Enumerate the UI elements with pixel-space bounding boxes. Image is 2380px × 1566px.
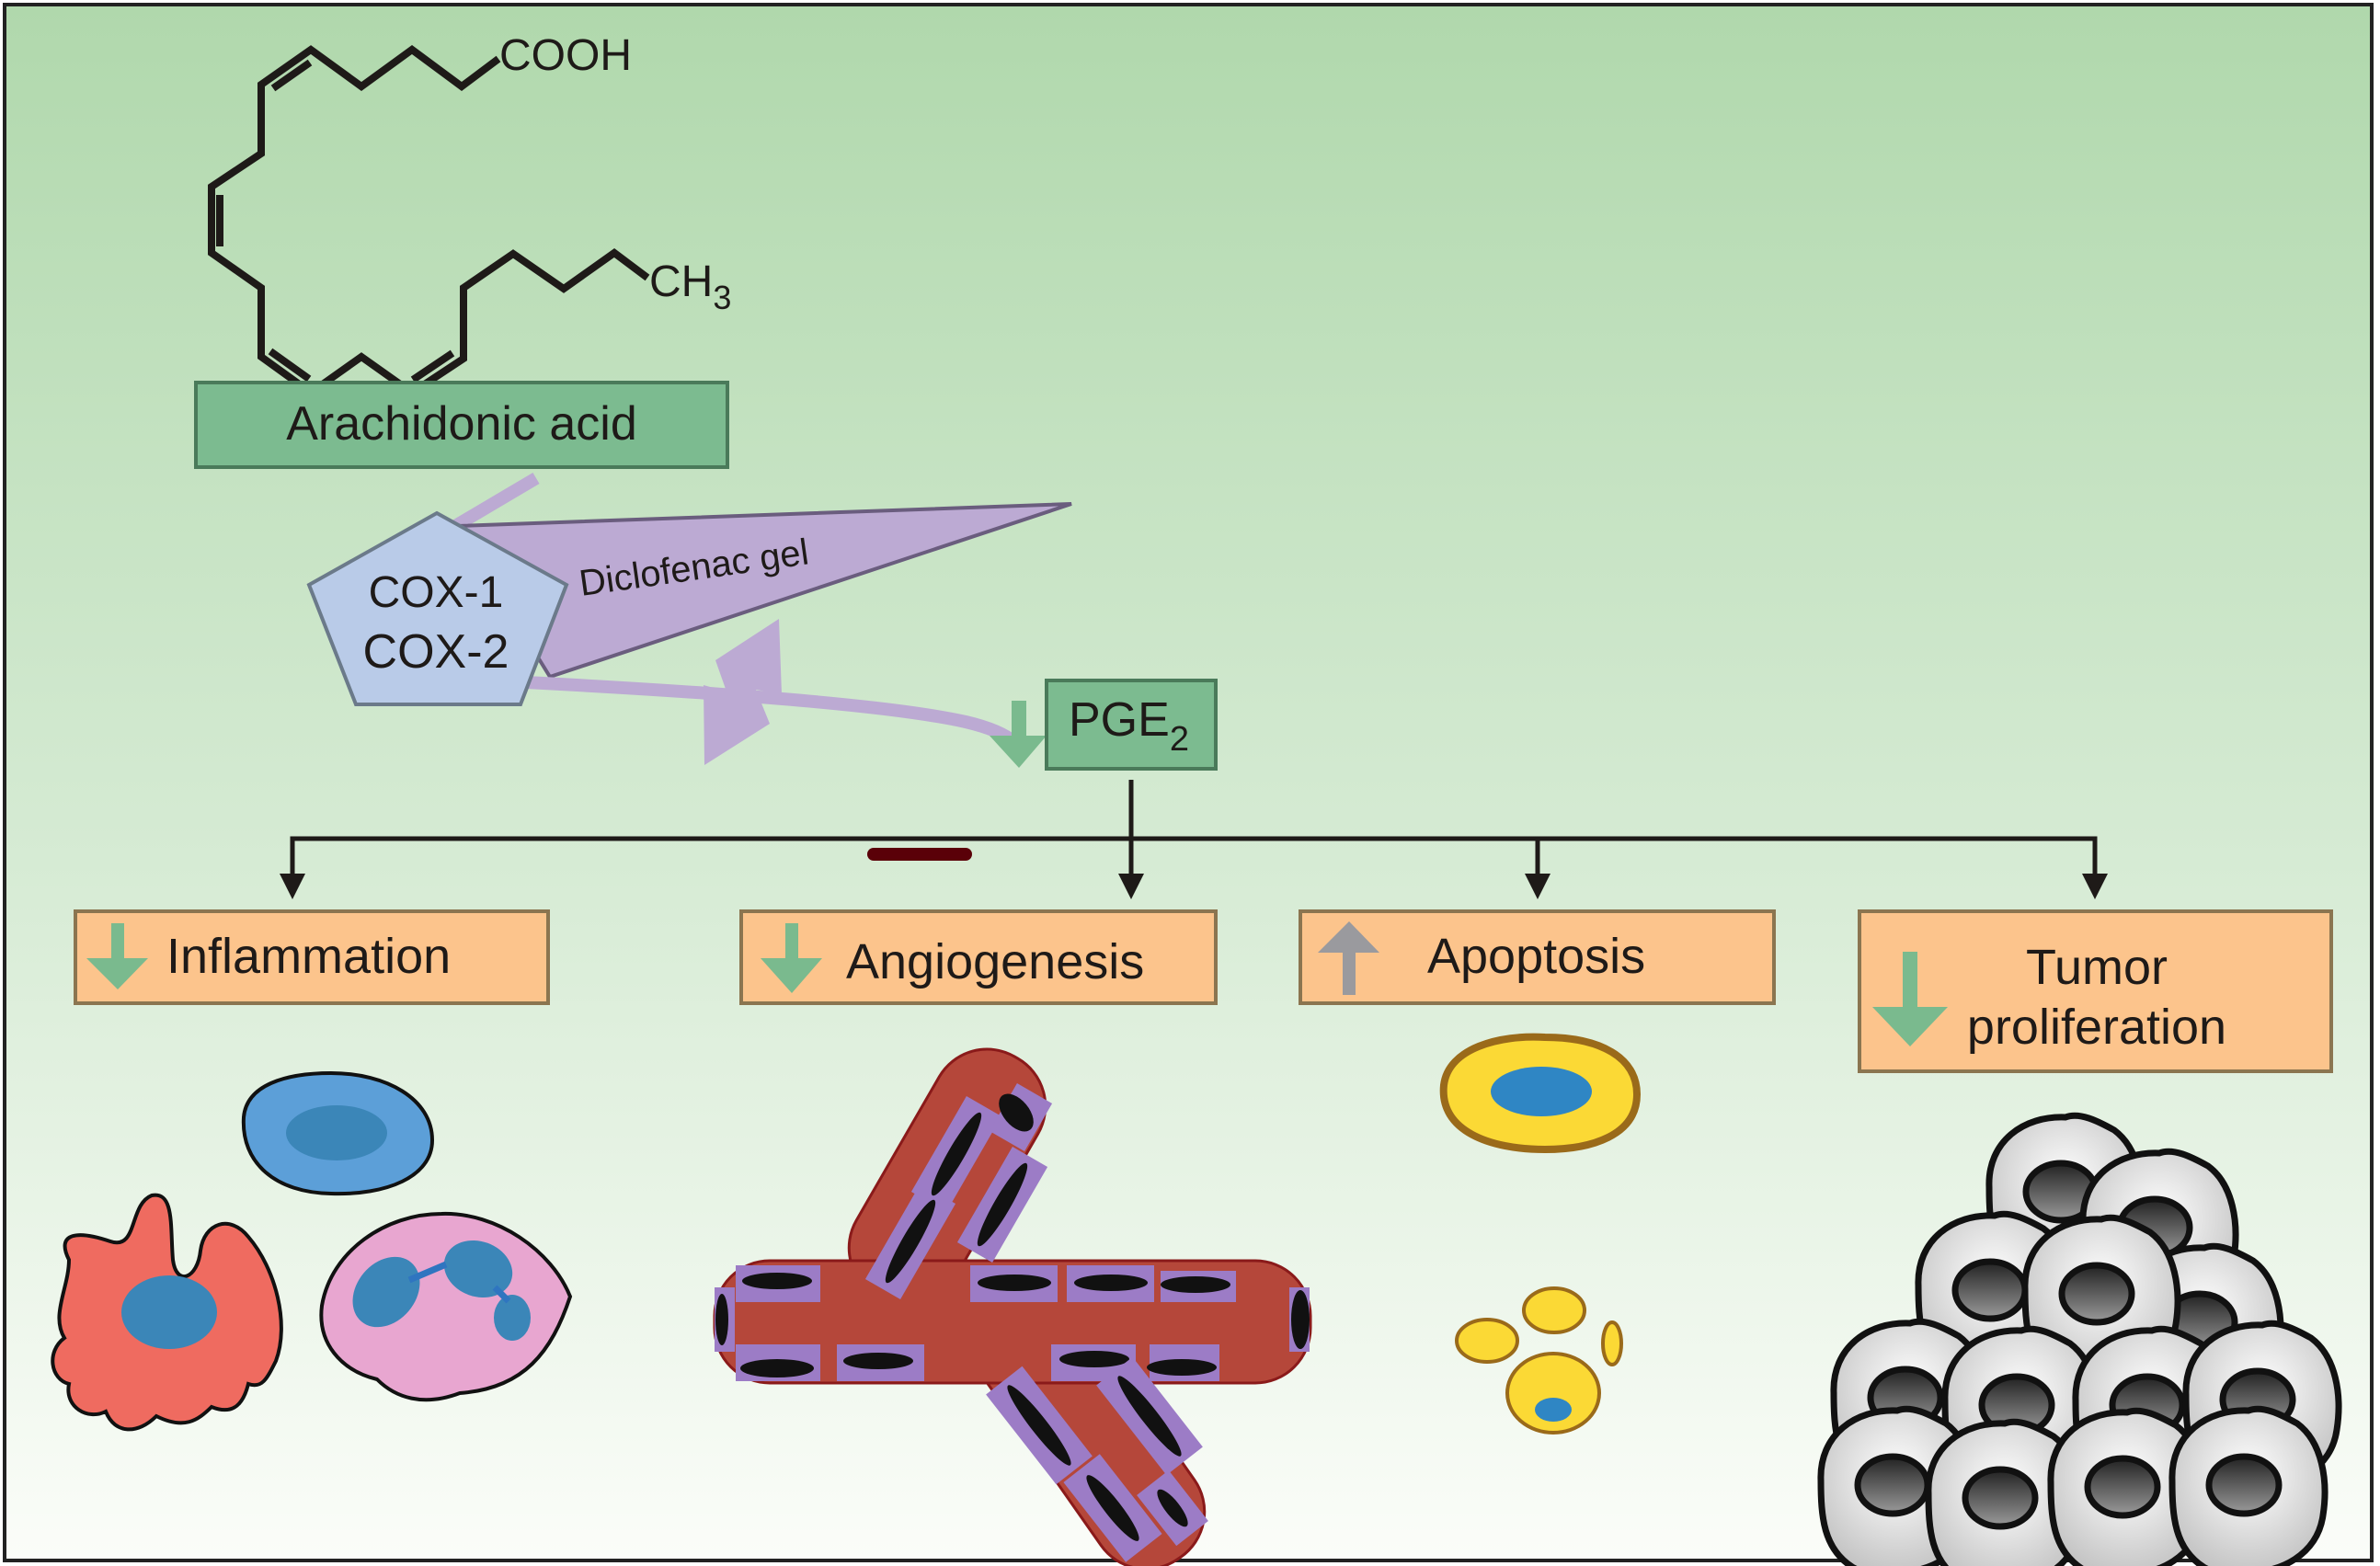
inhibitor-bar: [867, 848, 972, 861]
carboxyl-label: COOH: [499, 31, 632, 80]
arrowhead-inflammation: [280, 874, 305, 899]
neutrophil-cell: [319, 1211, 573, 1402]
outcome-label-tumor-line2: proliferation: [1967, 1000, 2226, 1055]
inhibition-bolt-icon: [704, 619, 782, 765]
lymphocyte-cell: [241, 1070, 435, 1196]
arrowhead-angiogenesis: [1118, 874, 1144, 899]
outcome-box-inflammation: [74, 909, 550, 1005]
outcome-label-tumor-line1: Tumor: [2026, 940, 2168, 995]
double-bond-4: [410, 349, 455, 383]
blood-vessel-illustration: [713, 1047, 1312, 1566]
outcome-box-angiogenesis: [739, 909, 1218, 1005]
arrowhead-tumor: [2082, 874, 2108, 899]
inflammation-illustration: [51, 1070, 573, 1432]
carbon-chain: [208, 45, 650, 397]
branch-arrowheads: [280, 874, 2108, 899]
cox-enzyme-pentagon: [306, 510, 569, 706]
arrowhead-apoptosis: [1525, 874, 1550, 899]
substrate-to-enzyme-connector: [447, 472, 540, 535]
outcome-box-tumor-proliferation: [1858, 909, 2333, 1073]
down-arrow-icon: [86, 923, 148, 989]
up-arrow-icon: [1318, 921, 1379, 995]
pge2-label: PGE2: [1069, 693, 1189, 759]
endothelial-cells: [715, 1083, 1310, 1562]
intact-cell: [1439, 1033, 1642, 1154]
cox-to-pge2-path: [525, 676, 1020, 749]
apoptotic-nucleus-fragment: [1535, 1398, 1572, 1422]
outcome-label-apoptosis: Apoptosis: [1427, 929, 1645, 984]
cox-1-label: COX-1: [369, 568, 504, 617]
down-arrow-icon: [1872, 952, 1948, 1046]
branch-connectors: [290, 780, 2098, 878]
apoptotic-bodies: [1455, 1286, 1623, 1435]
outcome-label-inflammation: Inflammation: [166, 929, 451, 984]
outcome-box-apoptosis: [1299, 909, 1776, 1005]
methyl-label: CH3: [649, 257, 731, 316]
pge2-box: [1045, 679, 1218, 771]
down-arrow-icon: [761, 923, 822, 993]
double-bond-1: [270, 59, 313, 92]
outcome-label-angiogenesis: Angiogenesis: [846, 934, 1144, 989]
arachidonic-acid-label: Arachidonic acid: [286, 397, 637, 451]
apoptosis-illustration: [1439, 1033, 1642, 1435]
arachidonic-acid-structure: [208, 45, 650, 397]
arachidonic-acid-box: [194, 381, 729, 469]
double-bond-3: [268, 348, 312, 383]
cox-2-label: COX-2: [363, 625, 509, 679]
pge2-decrease-arrow-icon: [990, 701, 1047, 768]
macrophage-cell: [51, 1193, 283, 1432]
